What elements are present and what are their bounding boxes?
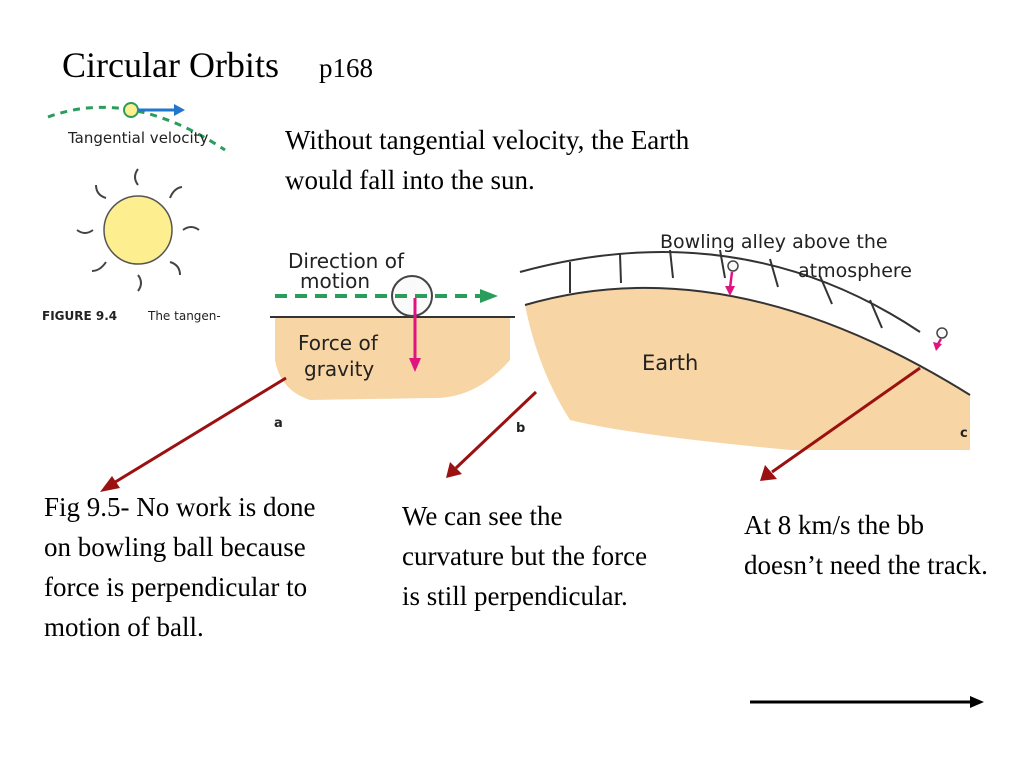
gravity-arrow-c: [936, 338, 943, 345]
motion-arrowhead: [480, 289, 498, 303]
pointer-arrowhead-b: [446, 462, 462, 478]
earth-label: Earth: [642, 351, 698, 375]
gravity-arrowhead-b: [725, 286, 735, 296]
figure-9-4-number: FIGURE 9.4: [42, 309, 117, 323]
intro-text: Without tangential velocity, the Earth w…: [285, 125, 690, 195]
next-arrow-icon[interactable]: [740, 690, 990, 714]
direction-label-2: motion: [300, 269, 370, 293]
slide-title: Circular Orbits p168: [62, 44, 373, 86]
pointer-arrowhead-c: [760, 465, 777, 481]
gravity-arrowhead: [409, 358, 421, 372]
orbit-path: [47, 105, 226, 152]
pointer-arrow-a: [111, 376, 287, 486]
panel-c-label: c: [960, 426, 968, 441]
gravity-arrow-b: [728, 271, 734, 289]
sun-icon: [76, 168, 200, 292]
earth-dot: [123, 102, 139, 118]
figure-9-5: Direction of motion Force of gravity a B…: [270, 231, 971, 450]
gravity-arrowhead-c: [933, 342, 942, 351]
caption-figure-9-5: Fig 9.5- No work is done on bowling ball…: [44, 492, 316, 642]
figure-9-4-caption: The tangen-: [147, 309, 221, 323]
gravity-label-1: Force of: [298, 331, 379, 355]
earth-ground: [525, 287, 970, 450]
panel-b-label: b: [516, 421, 525, 436]
panel-a-label: a: [274, 416, 283, 431]
figure-9-4: Tangential velocity FIGURE 9.4 The tange…: [42, 102, 226, 323]
panel-a-ground: [275, 317, 510, 400]
alley-supports: [569, 249, 883, 329]
earth-surface: [524, 286, 971, 396]
caption-curvature: We can see the curvature but the force i…: [402, 501, 648, 611]
bowling-ball-c: [936, 327, 948, 339]
title-text: Circular Orbits: [62, 45, 279, 85]
alley-label-2: atmosphere: [798, 260, 912, 282]
alley-label-1: Bowling alley above the: [660, 231, 888, 253]
direction-label-1: Direction of: [288, 249, 405, 273]
gravity-label-2: gravity: [304, 357, 374, 381]
tangential-velocity-label: Tangential velocity: [67, 129, 209, 147]
page-ref: p168: [318, 53, 373, 83]
velocity-arrowhead: [174, 104, 185, 116]
caption-orbit-speed: At 8 km/s the bb doesn’t need the track.: [744, 510, 988, 580]
bowling-ball-b: [727, 260, 739, 272]
bowling-ball-a: [391, 275, 433, 317]
